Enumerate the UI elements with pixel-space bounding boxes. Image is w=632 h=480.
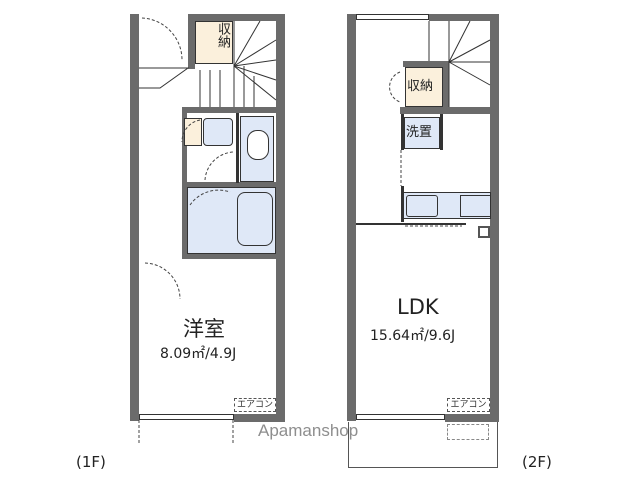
stove-icon	[460, 195, 491, 217]
washbasin	[203, 118, 233, 146]
wall	[236, 113, 239, 183]
wall	[188, 14, 285, 21]
wall	[401, 186, 404, 222]
aircon-label: エアコン	[447, 398, 490, 412]
wall	[188, 14, 195, 69]
wall	[403, 61, 449, 67]
room-area-western: 8.09㎡/4.9J	[160, 346, 237, 362]
wall	[182, 107, 187, 258]
storage-2f	[405, 67, 443, 107]
room-name-ldk: LDK	[397, 295, 439, 319]
wall	[429, 14, 499, 21]
washer-label: 洗置	[406, 125, 433, 140]
storage-1f	[195, 21, 233, 64]
window	[356, 414, 445, 420]
wall	[440, 114, 443, 150]
wall	[182, 182, 276, 187]
storage-label: 収納	[215, 22, 230, 48]
room-name-western: 洋室	[183, 317, 225, 341]
wall	[347, 14, 356, 421]
wall	[356, 223, 466, 225]
toilet-icon	[247, 130, 269, 160]
kitchen-counter	[403, 192, 491, 219]
wall	[400, 107, 499, 114]
outdoor-unit	[447, 424, 489, 440]
storage-label: 収納	[407, 79, 434, 94]
wall	[443, 61, 449, 113]
wall	[130, 14, 139, 421]
wall	[182, 107, 276, 113]
sink-icon	[406, 195, 438, 217]
bathtub-icon	[237, 192, 273, 246]
floor-label-2f: (2F)	[522, 453, 552, 471]
window	[139, 414, 234, 420]
wall	[276, 14, 285, 421]
floor-label-1f: (1F)	[76, 453, 106, 471]
wall	[401, 114, 404, 150]
vent-icon	[478, 226, 490, 238]
wall	[234, 414, 285, 422]
aircon-label: エアコン	[234, 398, 276, 412]
bathroom	[187, 187, 276, 254]
balcony	[348, 422, 498, 468]
wall	[445, 414, 499, 422]
window	[356, 14, 429, 20]
wall	[490, 14, 499, 421]
room-area-ldk: 15.64㎡/9.6J	[370, 328, 456, 344]
wall	[182, 254, 276, 259]
washer-space	[404, 117, 440, 149]
watermark: Apamanshop	[258, 421, 359, 440]
